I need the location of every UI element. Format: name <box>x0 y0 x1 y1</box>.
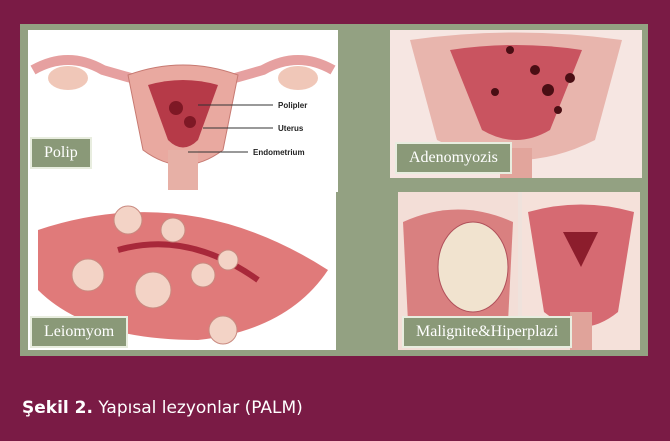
caption-text: Yapısal lezyonlar (PALM) <box>98 398 302 418</box>
annotation-polipler: Polipler <box>278 101 307 110</box>
annotation-uterus: Uterus <box>278 124 304 133</box>
figure-caption: Şekil 2. Yapısal lezyonlar (PALM) <box>22 398 303 418</box>
annotation-endometrium: Endometrium <box>253 148 305 157</box>
label-malignite: Malignite&Hiperplazi <box>402 316 572 348</box>
label-polip: Polip <box>30 137 92 169</box>
caption-label: Şekil 2. <box>22 398 93 418</box>
label-leiomyom: Leiomyom <box>30 316 128 348</box>
label-adenomyozis: Adenomyozis <box>395 142 512 174</box>
figure-panel: Polipler Uterus Endometrium Polip Adenom… <box>20 24 648 356</box>
